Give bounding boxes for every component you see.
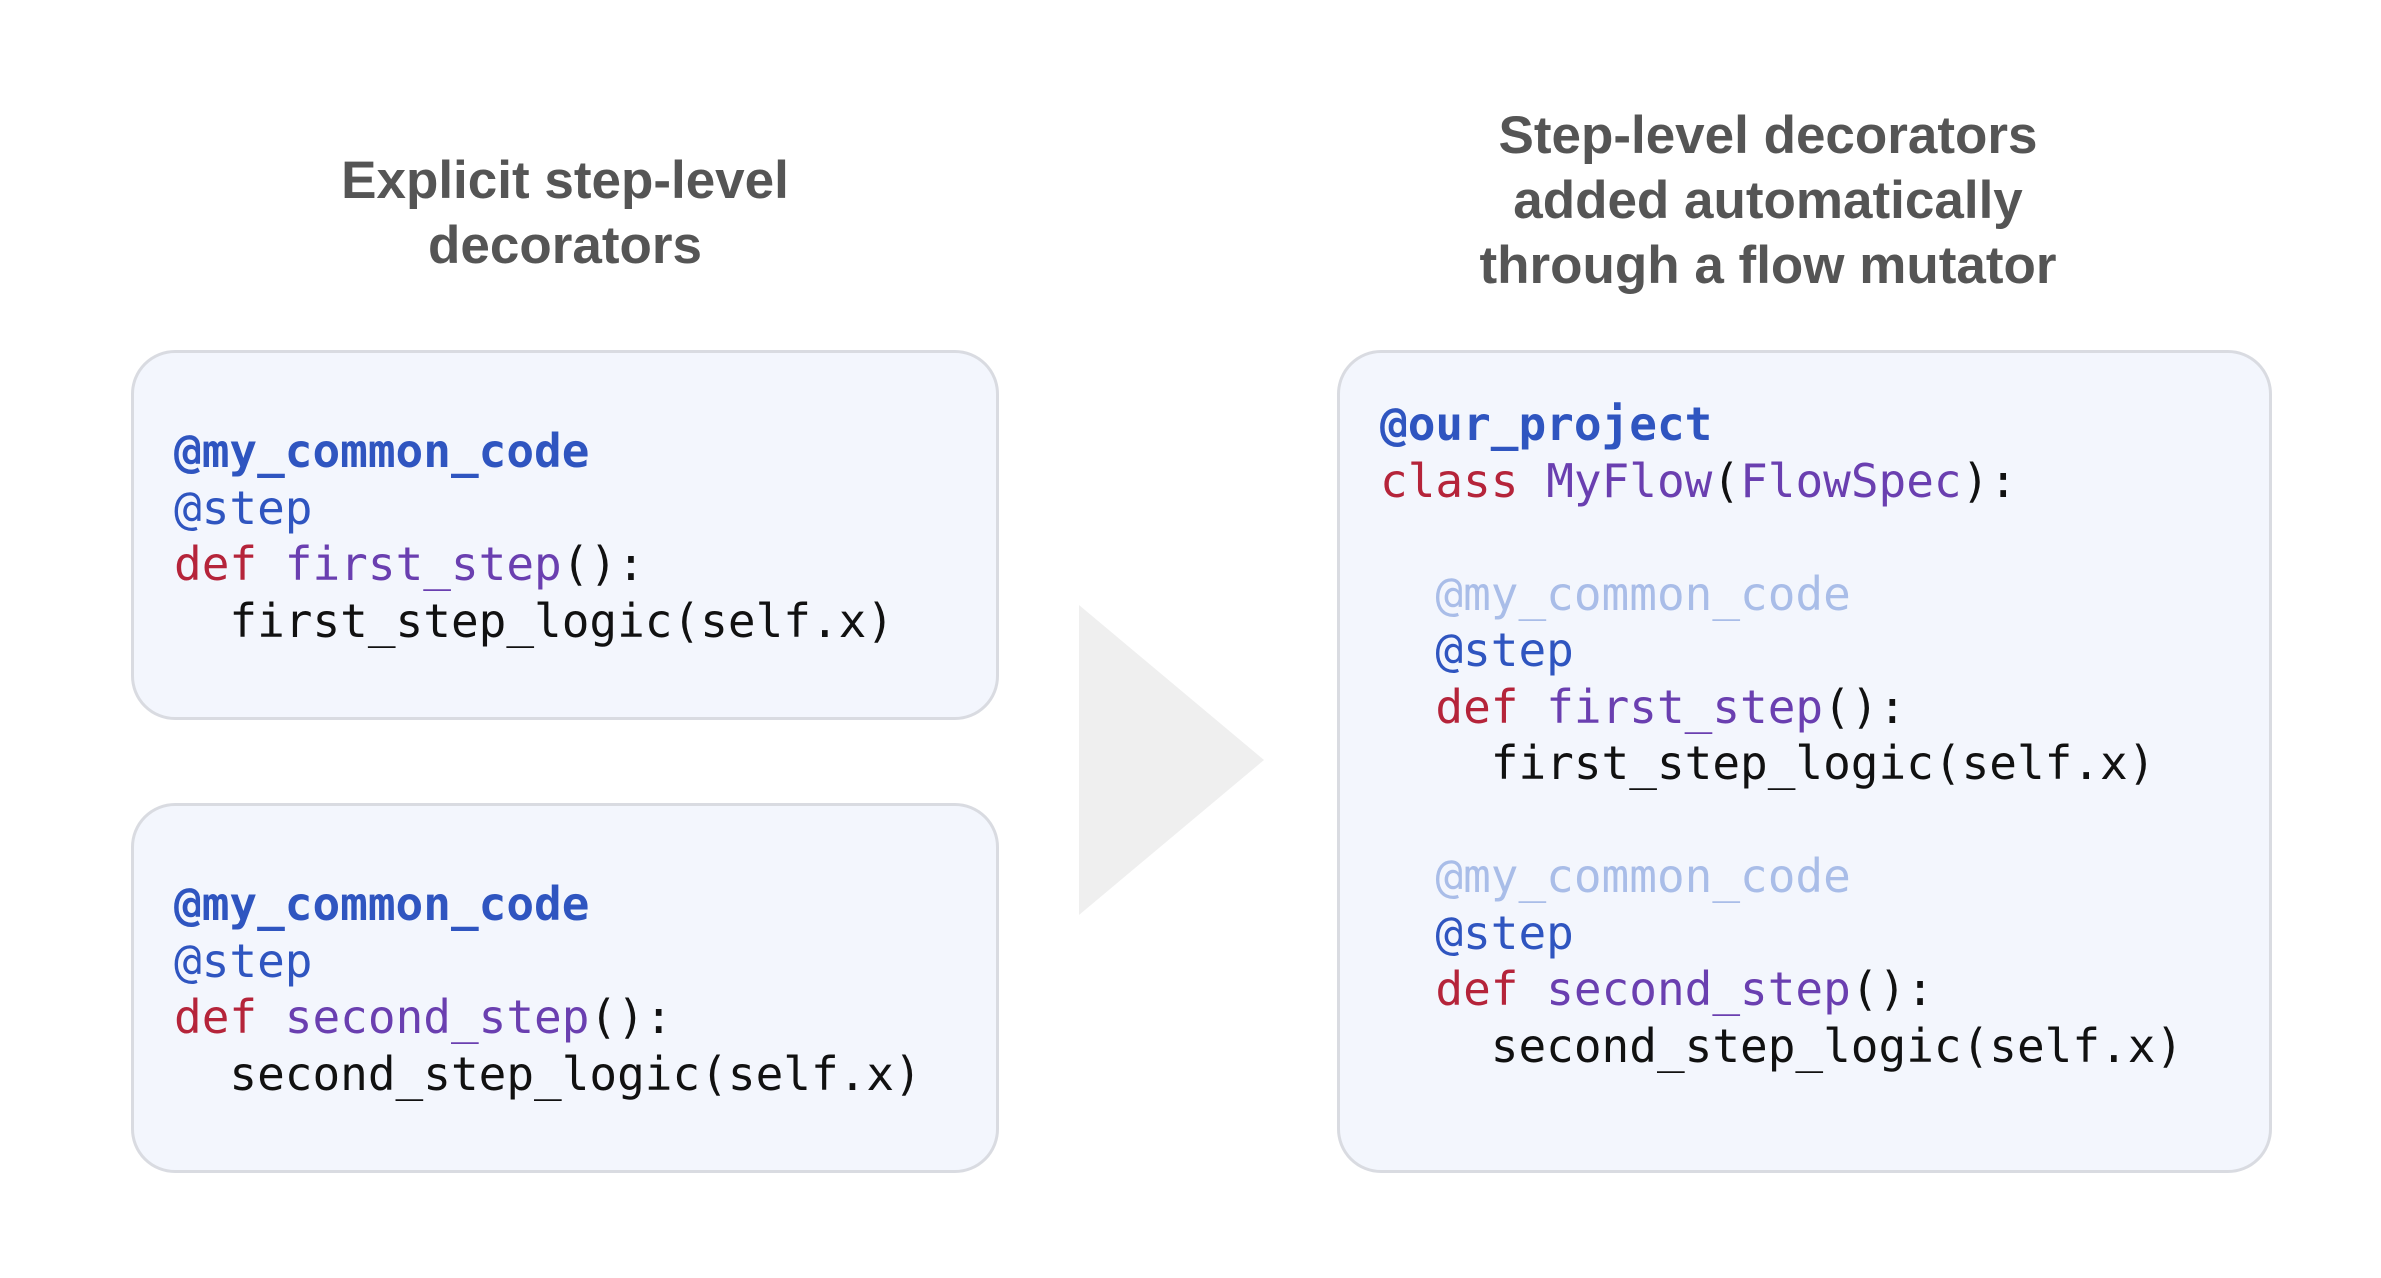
indent-token <box>1380 849 1435 903</box>
decorator-token: @my_common_code <box>174 877 590 931</box>
indent-token <box>174 1047 229 1101</box>
punctuation-token: ): <box>1961 453 2018 508</box>
indent-token <box>174 594 229 648</box>
code-line: def second_step(): <box>174 989 922 1046</box>
body-token: first_step_logic(self.x) <box>1490 736 2156 790</box>
indent-token <box>1380 736 1491 790</box>
code-line: @step <box>1380 622 2183 679</box>
punctuation-token: (): <box>1850 962 1934 1016</box>
right-panel-heading: Step-level decorators added automaticall… <box>1376 103 2160 298</box>
code-line: @our_project <box>1380 396 2183 453</box>
punctuation-token: ( <box>1712 453 1741 508</box>
function-name-token: second_step <box>1546 962 1851 1016</box>
function-name-token: first_step <box>1546 679 1824 734</box>
blank-line <box>1380 792 2183 849</box>
step-decorator-token: @step <box>1435 905 1574 960</box>
code-line: @my_common_code <box>174 423 894 480</box>
keyword-token: def <box>1435 962 1519 1016</box>
function-name-token: first_step <box>284 537 562 591</box>
indent-token <box>1380 906 1435 960</box>
code-line: @step <box>174 480 894 537</box>
left-heading-line-2: decorators <box>428 216 702 275</box>
keyword-token: def <box>174 990 258 1044</box>
step-decorator-token: @step <box>1435 623 1574 677</box>
right-heading-line-1: Step-level decorators <box>1498 106 2038 165</box>
function-name-token: second_step <box>284 990 590 1044</box>
indent-token <box>1380 1019 1491 1073</box>
keyword-token: def <box>1435 679 1519 734</box>
arrow-shape <box>1079 605 1264 915</box>
code-line: @my_common_code <box>1380 566 2183 623</box>
blank-line <box>1380 509 2183 566</box>
body-token: first_step_logic(self.x) <box>229 593 895 648</box>
keyword-token: class <box>1380 453 1519 508</box>
code-line: first_step_logic(self.x) <box>174 593 894 650</box>
code-line: @step <box>1380 905 2183 962</box>
code-line: second_step_logic(self.x) <box>174 1046 922 1103</box>
code-line: @my_common_code <box>174 876 922 933</box>
code-line: second_step_logic(self.x) <box>1380 1018 2183 1075</box>
indent-token <box>1380 962 1435 1016</box>
indent-token <box>1380 623 1435 677</box>
indent-token <box>1380 567 1435 621</box>
right-heading-line-2: added automatically <box>1513 171 2023 230</box>
left-panel-heading: Explicit step-level decorators <box>203 148 927 278</box>
code-line: @step <box>174 933 922 990</box>
auto-decorator-token: @my_common_code <box>1435 566 1851 621</box>
flow-decorator-token: @our_project <box>1380 397 1713 451</box>
step-decorator-token: @step <box>174 933 313 988</box>
code-line: @my_common_code <box>1380 848 2183 905</box>
step-decorator-token: @step <box>174 480 313 535</box>
punctuation-token: (): <box>589 990 673 1044</box>
code-line: def second_step(): <box>1380 961 2183 1018</box>
punctuation-token: (): <box>1823 679 1907 734</box>
auto-decorator-token: @my_common_code <box>1435 849 1851 903</box>
right-heading-line-3: through a flow mutator <box>1479 236 2057 295</box>
class-name-token: MyFlow <box>1546 453 1713 508</box>
code-line: first_step_logic(self.x) <box>1380 735 2183 792</box>
decorator-token: @my_common_code <box>174 424 590 478</box>
triangle-right-icon <box>1079 605 1264 915</box>
left-heading-line-1: Explicit step-level <box>341 151 789 210</box>
keyword-token: def <box>174 537 258 591</box>
body-token: second_step_logic(self.x) <box>229 1046 922 1101</box>
body-token: second_step_logic(self.x) <box>1490 1018 2184 1073</box>
code-line: def first_step(): <box>174 536 894 593</box>
code-line: def first_step(): <box>1380 679 2183 736</box>
code-line: class MyFlow(FlowSpec): <box>1380 453 2183 510</box>
indent-token <box>1380 680 1435 734</box>
base-class-token: FlowSpec <box>1740 453 1962 508</box>
punctuation-token: (): <box>561 537 645 591</box>
